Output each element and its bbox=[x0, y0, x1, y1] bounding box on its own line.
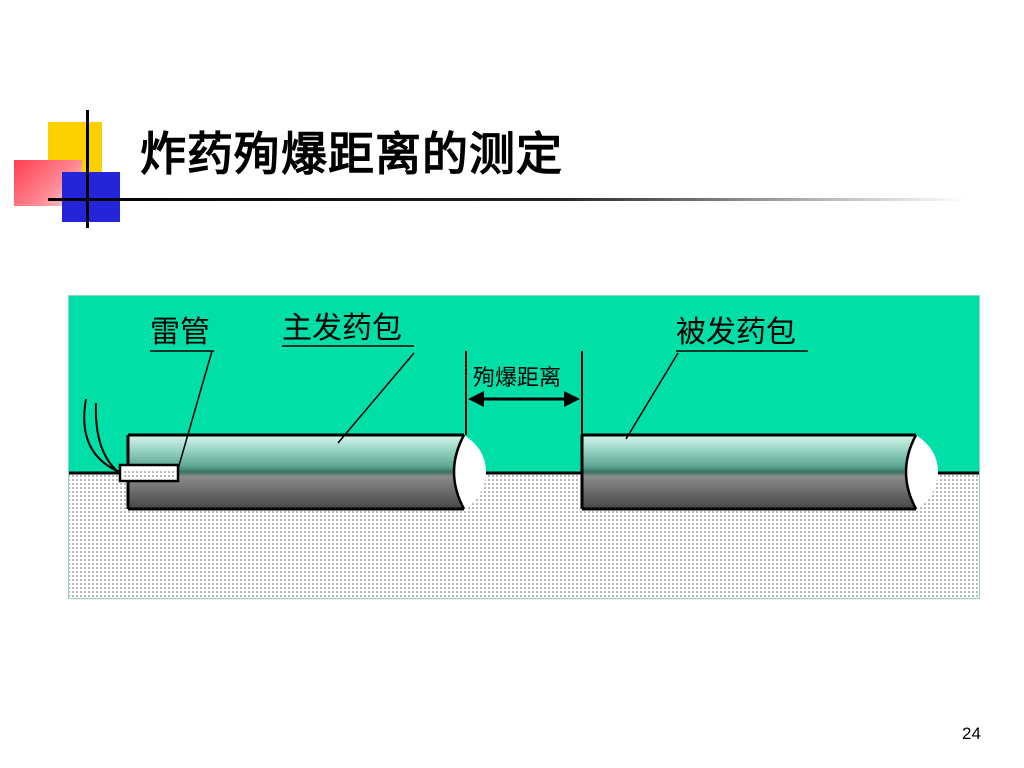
diagram-border bbox=[68, 295, 980, 599]
ornament-vertical-line bbox=[86, 110, 89, 228]
primary-charge-cartridge bbox=[126, 433, 486, 511]
gap-test-diagram: 雷管 主发药包 殉爆距离 被发药包 bbox=[68, 295, 980, 599]
secondary-charge-leader-line bbox=[625, 352, 679, 440]
detonator bbox=[83, 398, 180, 483]
page-number: 24 bbox=[962, 724, 981, 743]
secondary-charge-cartridge bbox=[580, 433, 938, 511]
ornament-blue-square bbox=[62, 172, 120, 222]
gap-distance-label: 殉爆距离 bbox=[473, 366, 561, 391]
detonator-label: 雷管 bbox=[150, 315, 210, 350]
primary-charge-leader-line bbox=[337, 352, 415, 444]
secondary-charge-label: 被发药包 bbox=[676, 315, 796, 350]
gap-distance-marker bbox=[465, 351, 583, 435]
title-underline bbox=[48, 198, 968, 201]
detonator-leader-line bbox=[177, 350, 213, 470]
primary-charge-label: 主发药包 bbox=[282, 311, 402, 346]
slide-title: 炸药殉爆距离的测定 bbox=[140, 127, 563, 181]
